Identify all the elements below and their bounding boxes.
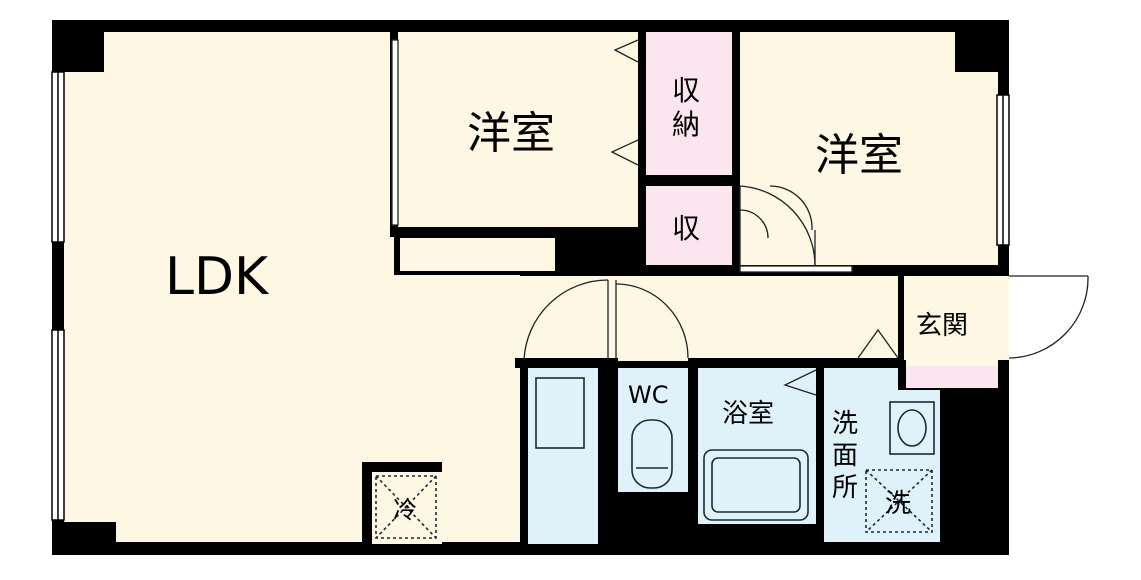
pillar-bottom-right xyxy=(940,388,1009,555)
shoe-box xyxy=(906,366,998,388)
washing-machine-label: 洗 xyxy=(885,489,911,519)
hallway-floor xyxy=(400,238,555,271)
western-room-2-label: 洋室 xyxy=(815,130,903,181)
wall-storage-right xyxy=(732,32,740,268)
washroom-label-2: 面 xyxy=(832,441,858,471)
entrance-opening xyxy=(997,276,1009,360)
wall-entrance-wash xyxy=(898,360,906,390)
wall-west-room-bottom xyxy=(390,227,565,237)
door-west-room-2-swing-b xyxy=(769,185,813,231)
pillars xyxy=(52,20,1009,555)
bathroom-floor xyxy=(698,368,816,524)
corridor-floor xyxy=(520,276,900,361)
storage-small xyxy=(646,186,732,268)
door-west-room-2-swing-c xyxy=(739,209,769,239)
wall-bath-bottom xyxy=(698,524,816,554)
fridge-space-box xyxy=(375,475,437,539)
western-room-1-floor xyxy=(398,32,638,227)
western-room-1-label: 洋室 xyxy=(467,108,555,159)
fixtures xyxy=(375,377,935,539)
storage-small-label: 収 xyxy=(672,212,700,245)
washroom-floor-2 xyxy=(880,390,940,542)
wall-storage-left xyxy=(638,32,646,268)
entrance-door-swing xyxy=(1008,275,1089,359)
washing-machine-space xyxy=(865,469,933,533)
door-west-room-2-threshold xyxy=(739,265,853,273)
entrance-floor xyxy=(900,276,998,366)
bathroom-door xyxy=(783,369,817,396)
storage-large-label-bottom: 納 xyxy=(672,108,700,141)
washroom-door xyxy=(857,328,899,359)
room-labels: LDK 洋室 洋室 収 納 収 玄関 WC 浴室 洗 面 所 洗 冷 xyxy=(165,74,968,524)
bathtub-inner xyxy=(711,457,801,513)
wash-basin-bowl xyxy=(897,409,927,447)
wall-kitchen-top xyxy=(515,358,610,368)
fridge-diag-2 xyxy=(375,475,437,539)
wall-fridge-left xyxy=(362,462,372,546)
pillar-top-right xyxy=(955,20,1009,72)
entrance-label: 玄関 xyxy=(916,311,968,341)
wall-step xyxy=(555,227,565,275)
refrigerator-label: 冷 xyxy=(393,496,417,524)
kitchen-sink xyxy=(535,377,585,449)
floors xyxy=(64,32,998,544)
closet-door-lower xyxy=(610,139,639,166)
door-west-room-2-swing xyxy=(739,185,816,267)
ldk-label: LDK xyxy=(165,247,270,307)
door-ldk-swing xyxy=(523,279,609,361)
pillar-top-left xyxy=(52,20,104,72)
wall-fridge-top xyxy=(362,462,442,472)
wall-bath-wash xyxy=(816,358,824,554)
closet-door-upper xyxy=(613,39,639,63)
wall-wc-bottom xyxy=(610,492,698,554)
wash-basin-icon xyxy=(889,401,935,455)
wc-floor xyxy=(618,368,688,492)
storage-large xyxy=(646,32,732,175)
bathroom-label: 浴室 xyxy=(722,399,774,429)
storage-large-label-top: 収 xyxy=(672,74,700,107)
door-wc-swing xyxy=(615,283,689,359)
toilet-icon xyxy=(631,419,673,489)
washroom-label-1: 洗 xyxy=(832,409,858,439)
doors xyxy=(391,39,1089,396)
windows xyxy=(51,71,1010,521)
ldk-floor xyxy=(64,32,394,542)
washroom-label-3: 所 xyxy=(832,473,858,503)
wall-bath-top xyxy=(688,358,898,368)
wall-entrance-left xyxy=(898,276,904,366)
bathtub-icon xyxy=(703,449,809,521)
wc-label: WC xyxy=(628,381,669,409)
pillar-bottom-left xyxy=(52,522,116,555)
wall-storage-divider xyxy=(638,175,740,186)
sliding-door-ldk xyxy=(391,39,399,226)
wall-wc-bath xyxy=(688,358,698,554)
